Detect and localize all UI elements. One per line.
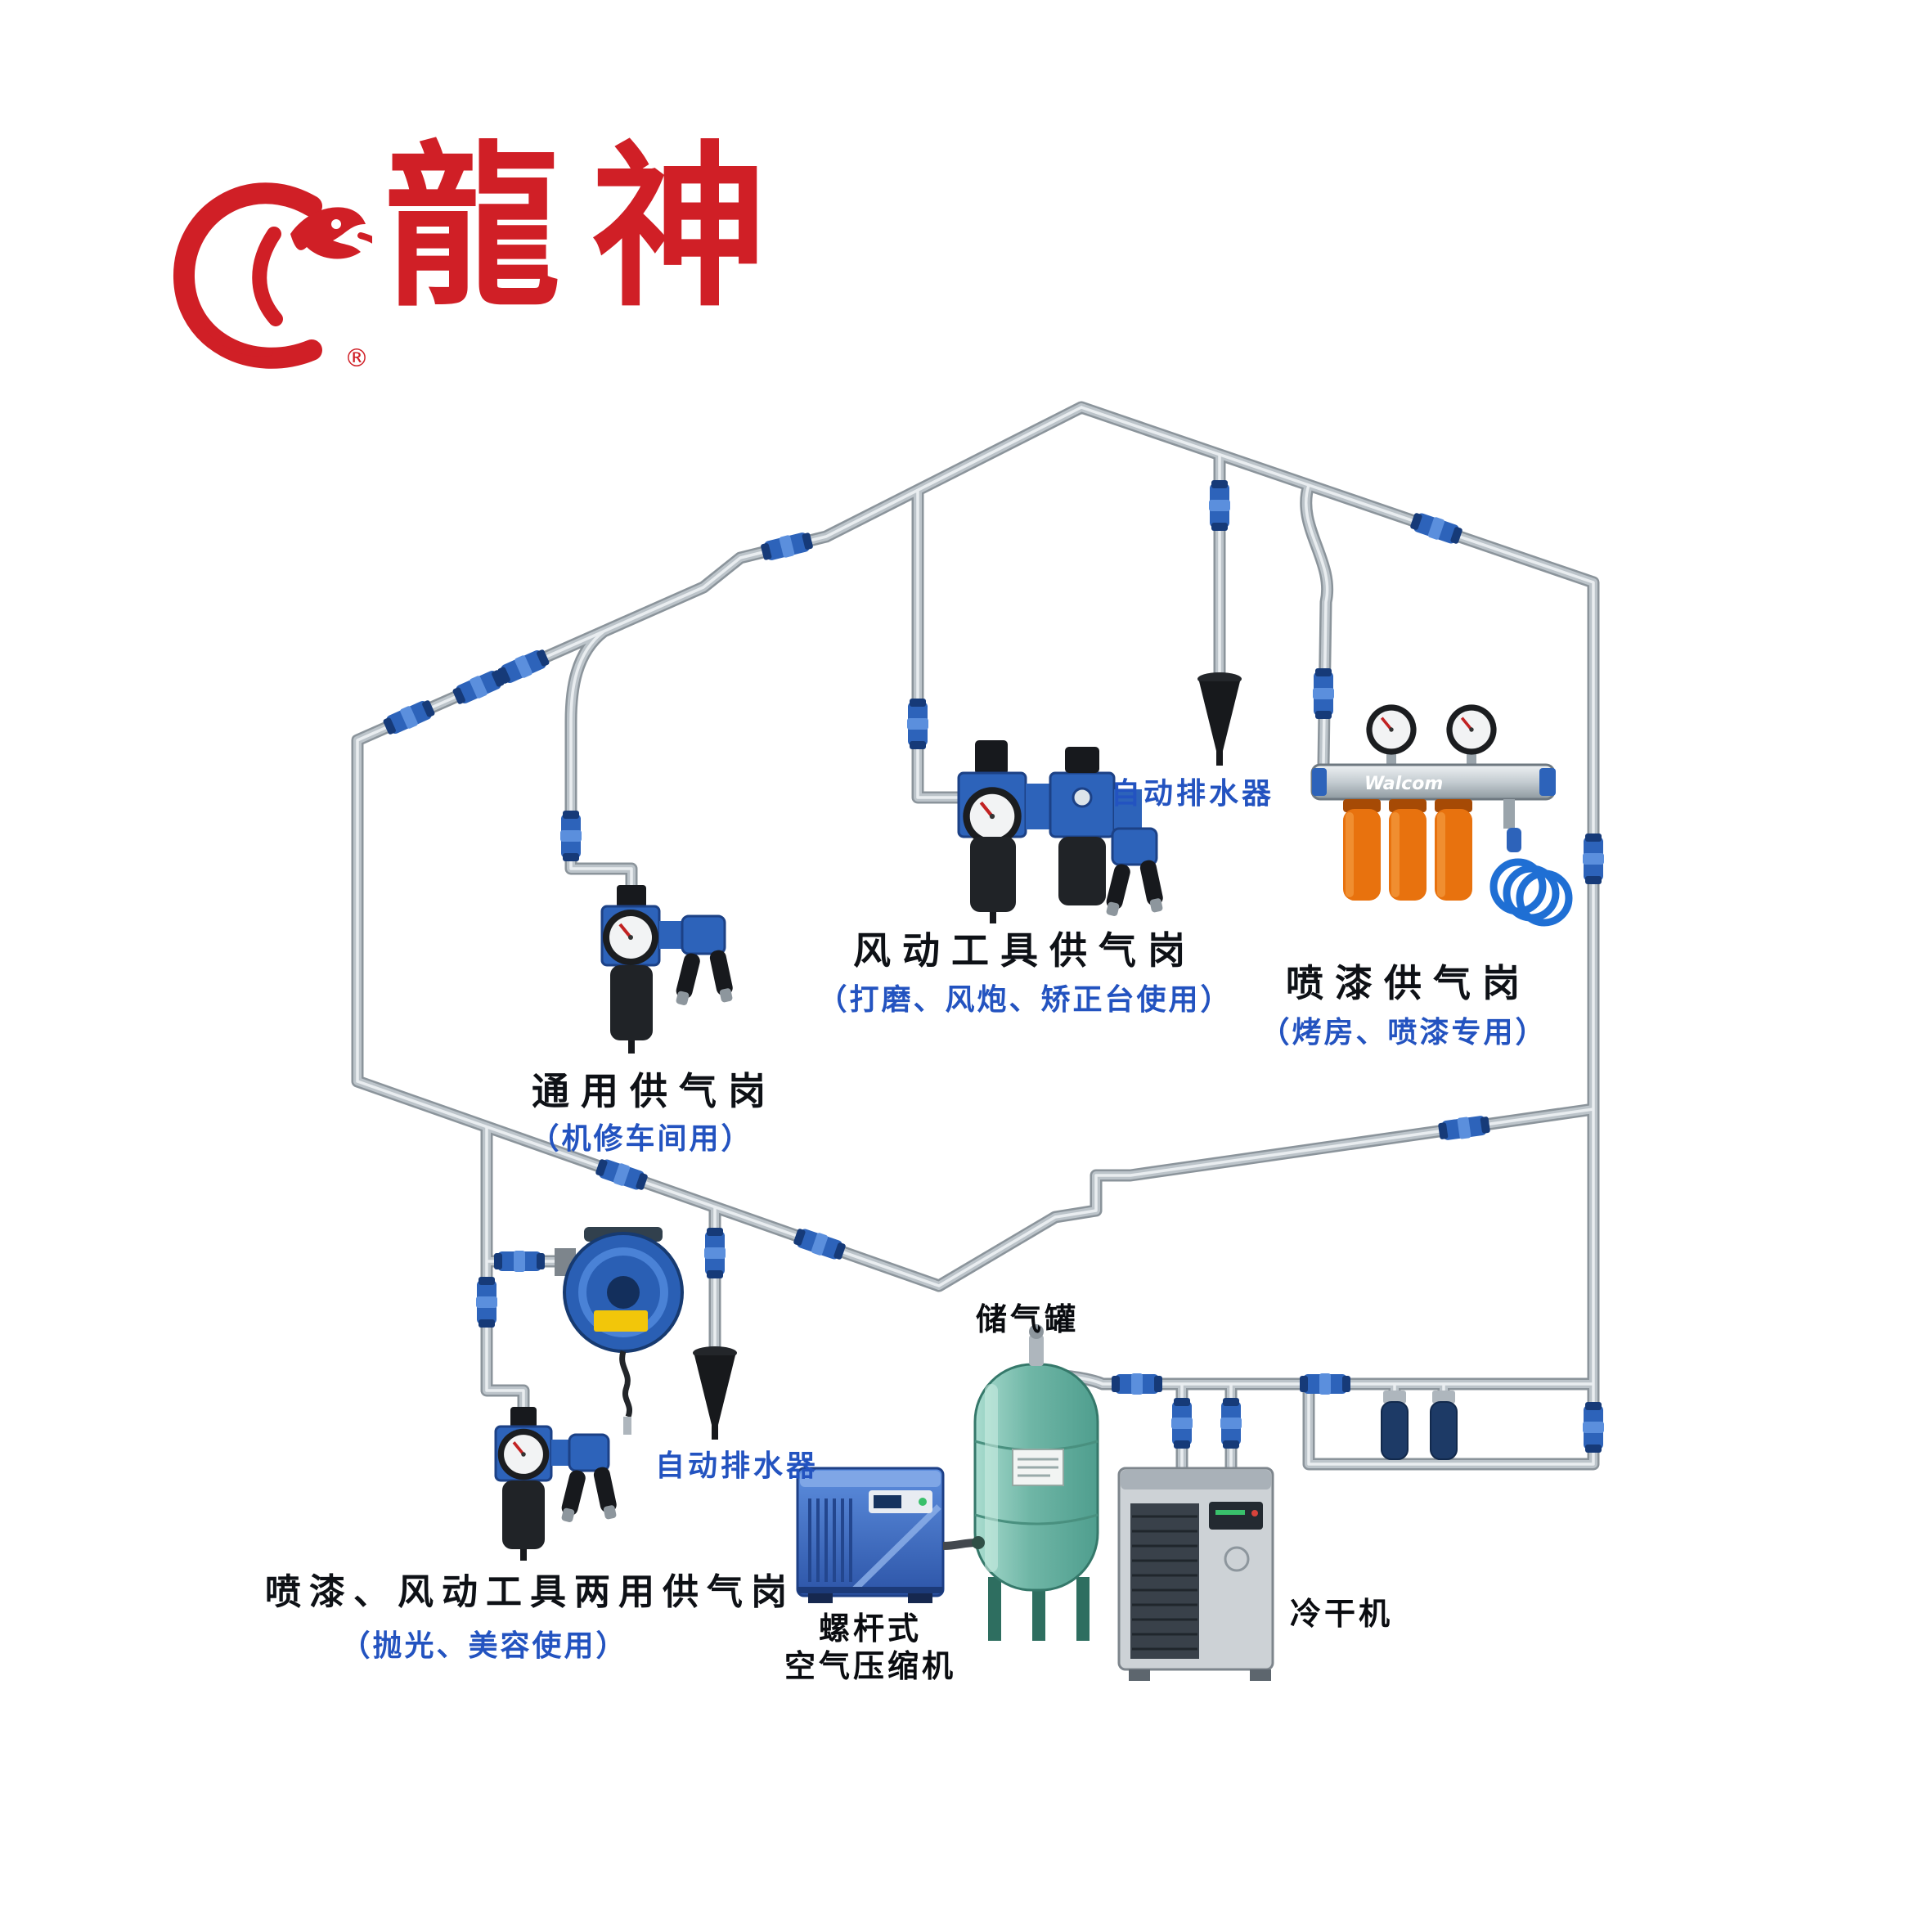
- dryer-logo-icon: [1224, 1546, 1250, 1572]
- valve-fitting: [1112, 1373, 1162, 1395]
- dryer-vent-grille: [1130, 1503, 1199, 1659]
- valve-fitting: [476, 1277, 497, 1328]
- valve-fitting: [494, 1251, 545, 1272]
- quick-coupler-icon: [558, 1468, 587, 1524]
- dragon-logo-icon: ®: [173, 182, 372, 373]
- compressor-outlet-hose: [942, 1539, 977, 1550]
- auto-drain-top-label: 自动排水器: [1110, 776, 1275, 811]
- general-station-subtitle: （机修车间用）: [529, 1121, 753, 1156]
- dual-station-title: 喷漆、风动工具两用供气岗: [265, 1571, 795, 1613]
- y-manifold: [681, 914, 726, 955]
- inline-filter-icon: [1430, 1390, 1458, 1460]
- valve-fitting: [560, 811, 582, 861]
- compressor-label-line1: 螺杆式: [818, 1611, 923, 1647]
- air-tank: [972, 1324, 1099, 1641]
- pneumatic-station-title: 风动工具供气岗: [853, 928, 1197, 973]
- reel-label-sticker: [594, 1310, 648, 1332]
- quick-coupler-icon: [708, 948, 736, 1004]
- valve-fitting: [1583, 1402, 1604, 1453]
- inline-filter-icon: [1381, 1390, 1409, 1460]
- valve-fitting: [759, 529, 815, 564]
- filter-regulator-general: [600, 885, 736, 1054]
- general-station-title: 通用供气岗: [532, 1069, 777, 1113]
- auto-drain-top-icon: [1197, 672, 1242, 766]
- compressor-label-line2: 空气压缩机: [784, 1648, 957, 1684]
- quick-coupler-icon: [1139, 858, 1166, 914]
- hose-coil-icon: [1489, 858, 1573, 927]
- valve-fitting: [1300, 1373, 1350, 1395]
- valve-fitting: [451, 667, 506, 708]
- hose-reel: [555, 1227, 684, 1435]
- auto-drain-bottom-icon: [693, 1346, 737, 1440]
- pneumatic-station-subtitle: （打磨、风炮、矫正台使用）: [817, 982, 1233, 1017]
- valve-fitting: [1583, 833, 1604, 884]
- filter-regulator-dual: [494, 1407, 620, 1561]
- manifold-brand-text: Walcom: [1364, 774, 1443, 794]
- valve-fitting: [594, 1156, 649, 1193]
- quick-coupler-icon: [592, 1465, 620, 1521]
- paint-station-subtitle: （烤房、喷漆专用）: [1260, 1015, 1548, 1049]
- valve-fitting: [1437, 1113, 1491, 1143]
- y-manifold: [568, 1433, 610, 1472]
- tank-top-valve: [1029, 1335, 1044, 1366]
- paint-station-title: 喷漆供气岗: [1286, 961, 1531, 1005]
- valve-fitting: [381, 697, 437, 738]
- y-manifold: [1111, 827, 1158, 866]
- valve-fitting: [792, 1225, 847, 1263]
- paint-filter-cartridge-icon: [1389, 799, 1427, 901]
- paint-filter-cartridge-icon: [1343, 799, 1381, 901]
- brand-name: 龍神: [384, 124, 798, 330]
- valve-fitting: [496, 646, 551, 687]
- registered-mark: ®: [344, 344, 369, 373]
- valve-fitting: [907, 699, 928, 749]
- valve-fitting: [1220, 1398, 1242, 1449]
- auto-drain-bottom-label: 自动排水器: [654, 1449, 820, 1483]
- valve-fitting: [1313, 668, 1334, 719]
- quick-coupler-icon: [672, 951, 702, 1007]
- valve-fitting: [704, 1228, 726, 1278]
- valve-fitting: [1409, 510, 1464, 547]
- paint-filter-cartridge-icon: [1435, 799, 1472, 901]
- paint-filter-manifold: Walcom: [1310, 703, 1573, 927]
- screw-compressor: [796, 1467, 977, 1603]
- dryer-label: 冷干机: [1289, 1596, 1394, 1632]
- valve-fitting: [1209, 480, 1230, 531]
- dryer-control-panel: [1209, 1502, 1263, 1530]
- valve-fitting: [1171, 1398, 1193, 1449]
- air-dryer: [1117, 1467, 1274, 1681]
- dual-station-subtitle: （抛光、美容使用）: [340, 1629, 628, 1663]
- air-tank-label: 储气罐: [975, 1301, 1080, 1337]
- quick-coupler-icon: [1103, 862, 1132, 918]
- frl-unit-pneumatic: [957, 740, 1166, 923]
